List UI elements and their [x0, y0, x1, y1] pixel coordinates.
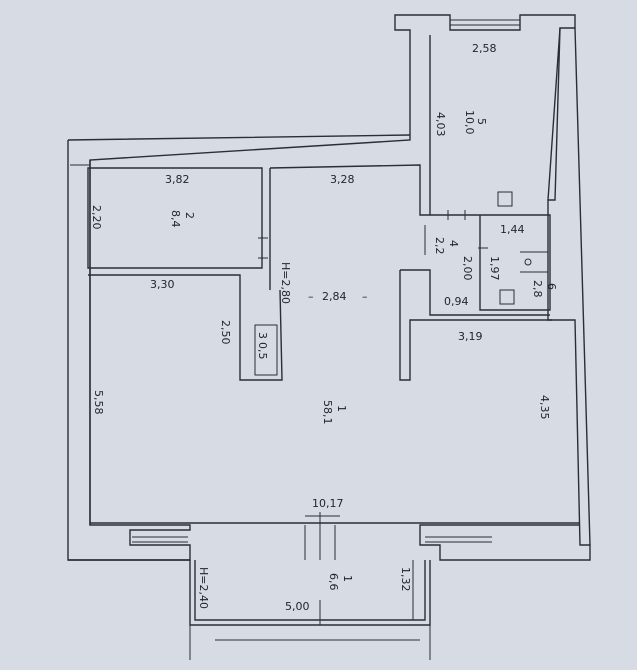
fixture-box-5 — [497, 191, 513, 207]
dim-4-35: 4,35 — [538, 395, 551, 420]
balcony-number: 1 — [341, 575, 354, 582]
room-1-number: 1 — [335, 405, 348, 412]
partition-bath — [399, 35, 552, 381]
outer-wall-right — [547, 27, 591, 546]
room-2-number: 2 — [183, 212, 196, 219]
height-2-40: H=2,40 — [197, 567, 210, 609]
room-4-number: 4 — [447, 240, 460, 247]
room-5-area: 10,0 — [463, 110, 476, 135]
window-top — [450, 19, 520, 26]
dim-3-82: 3,82 — [165, 173, 190, 186]
closet-3-outline — [254, 324, 278, 376]
fixture-box-6 — [499, 289, 515, 305]
room-3-label: 3 — [256, 332, 269, 339]
outer-wall-main — [67, 14, 591, 561]
dim-2-20: 2,20 — [90, 205, 103, 230]
room-6-number: 6 — [545, 283, 558, 290]
bottom-edge-wall — [189, 625, 431, 660]
room-5-number: 5 — [475, 118, 488, 125]
dim-5-00: 5,00 — [285, 600, 310, 613]
room-4-area: 2,2 — [433, 237, 446, 255]
door-ticks — [258, 210, 488, 259]
dim-3-28: 3,28 — [330, 173, 355, 186]
dim-2-84: 2,84 — [322, 290, 347, 303]
dim-1-44: 1,44 — [500, 223, 525, 236]
dim-3-30: 3,30 — [150, 278, 175, 291]
dim-10-17: 10,17 — [312, 497, 344, 510]
dim-2-84-dash-left: – — [308, 290, 314, 303]
height-2-80: H=2,80 — [279, 262, 292, 304]
window-bottom-right — [425, 536, 492, 543]
balcony-outline — [189, 560, 431, 626]
dim-2-50: 2,50 — [219, 320, 232, 345]
dim-1-97: 1,97 — [488, 256, 501, 281]
window-bottom-left — [132, 536, 188, 543]
room-2-outline — [87, 167, 263, 269]
room-2-area: 8,4 — [169, 210, 182, 228]
dim-0-94: 0,94 — [444, 295, 469, 308]
outer-wall-left — [67, 134, 411, 561]
dim-1-32: 1,32 — [399, 567, 412, 592]
room-6-area: 2,8 — [531, 280, 544, 298]
dim-5-58: 5,58 — [92, 390, 105, 415]
dimension-lines — [70, 164, 414, 625]
dim-3-19: 3,19 — [458, 330, 483, 343]
dim-2-58: 2,58 — [472, 42, 497, 55]
balcony-area: 6,6 — [327, 573, 340, 591]
toilet-icon — [520, 251, 549, 273]
dim-2-00: 2,00 — [461, 256, 474, 281]
dim-4-03: 4,03 — [434, 112, 447, 137]
room-1-area: 58,1 — [321, 400, 334, 425]
balcony-door — [304, 525, 336, 560]
room-3-area: 0,5 — [256, 342, 269, 360]
dim-2-84-dash-right: – — [362, 290, 368, 303]
